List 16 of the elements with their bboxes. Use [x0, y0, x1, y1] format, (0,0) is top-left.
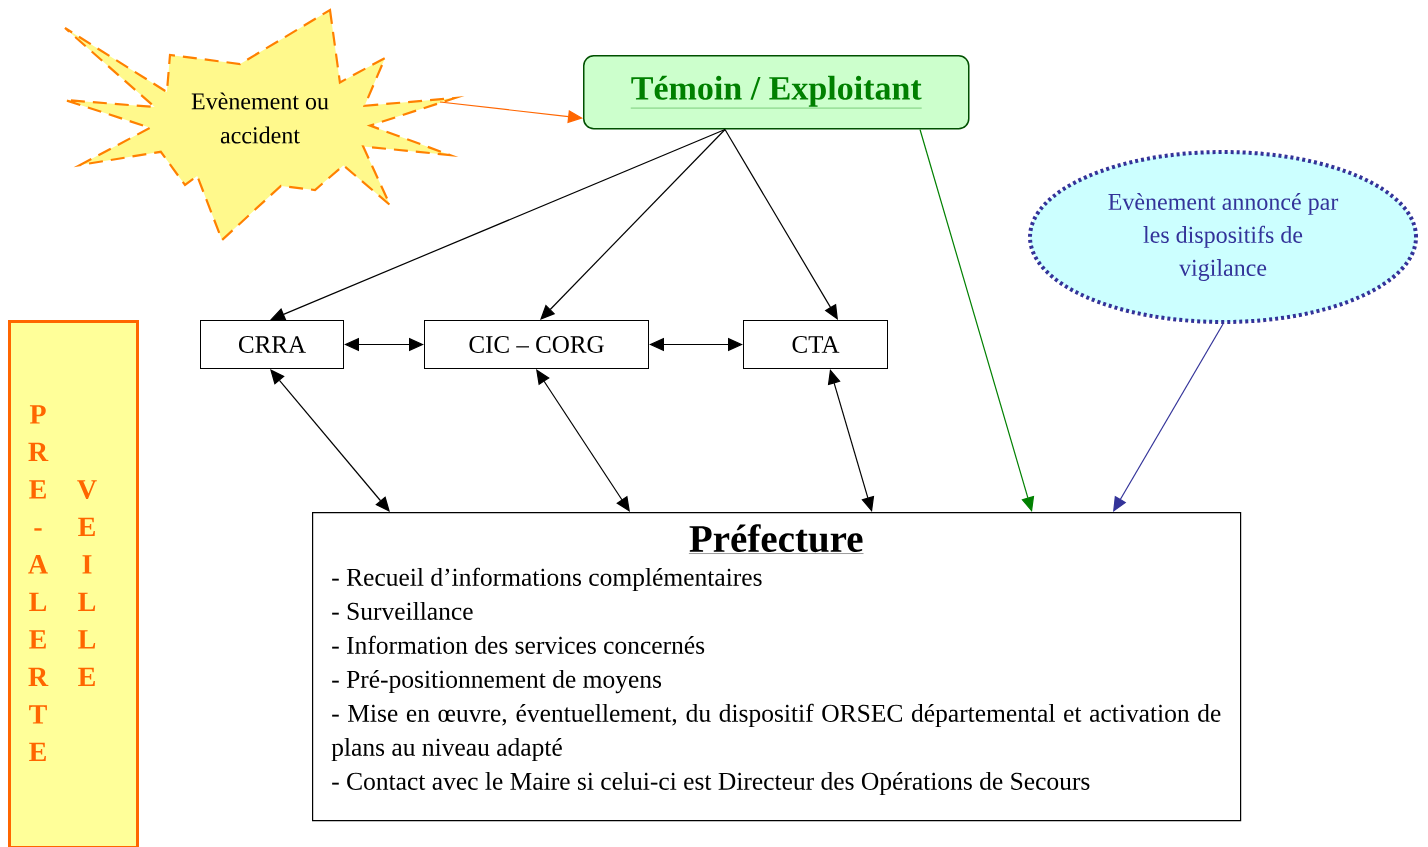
arrow [536, 369, 630, 512]
process-box: CTA [743, 320, 888, 369]
info-box: Préfecture - Recueil d’informations complémentaires - Surveillance - Information des services concernés - Pré-positionnement de moyens - Mise en œuvre, éventuellement, du dispositif ORSEC départemental et activation de plans au niveau adapté - Contact avec le Maire si celui-ci est Directeur des Opérations de Secours [312, 512, 1242, 822]
arrow [270, 369, 390, 512]
arrow [540, 128, 726, 320]
side-bar: PRE-ALERTE VEILLE [8, 320, 139, 847]
arrow [919, 128, 1035, 512]
arrow [344, 337, 424, 352]
rounded-box: Témoin / Exploitant [583, 55, 970, 130]
arrow [827, 369, 875, 512]
process-box: CRRA [200, 320, 344, 369]
arrow [724, 128, 838, 320]
arrow [649, 337, 743, 352]
arrow [1113, 323, 1224, 512]
arrow [270, 128, 726, 321]
process-box: CIC – CORG [424, 320, 649, 369]
